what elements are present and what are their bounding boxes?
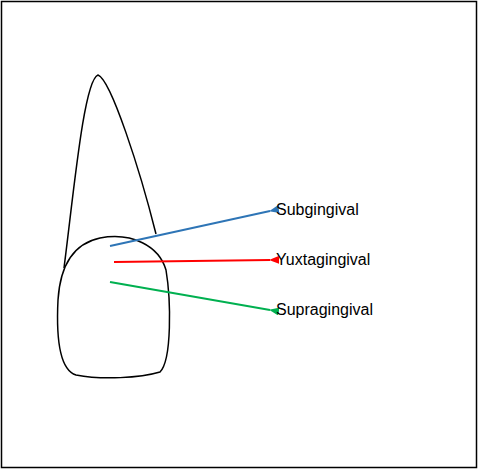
tooth-crown	[58, 237, 170, 378]
leader-arrow	[110, 282, 270, 310]
leader-arrow	[110, 211, 270, 246]
callout-label: Yuxtagingival	[276, 250, 370, 270]
callout-label: Supragingival	[276, 300, 373, 320]
callout-label: Subgingival	[276, 200, 359, 220]
leader-arrow	[114, 260, 270, 262]
